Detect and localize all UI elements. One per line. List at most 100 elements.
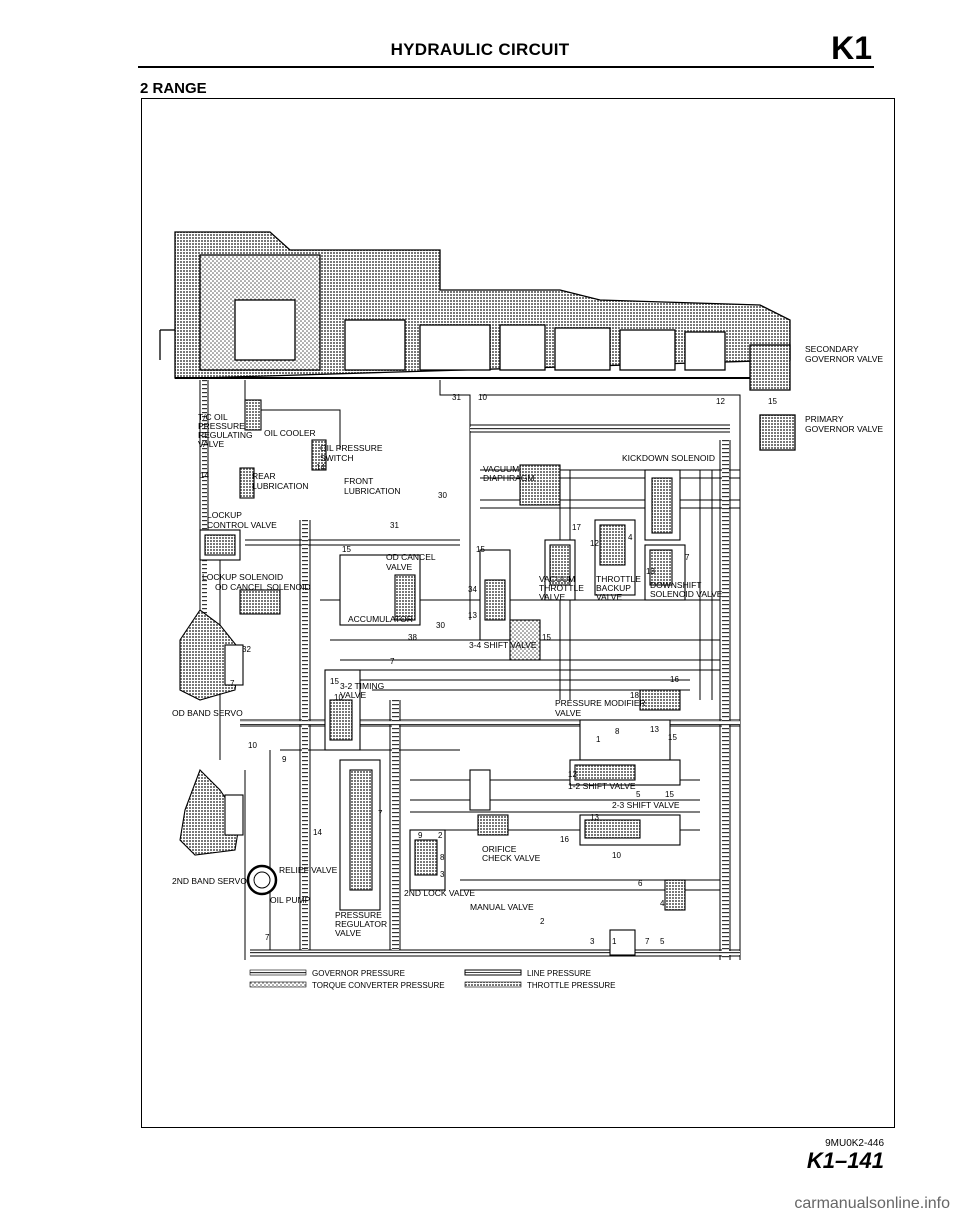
num-33: 32 — [242, 645, 251, 654]
label-oil-pressure-switch-2: SWITCH — [320, 453, 354, 463]
legend-line: LINE PRESSURE — [527, 969, 591, 978]
legend-swatch-torque — [249, 981, 307, 988]
num-53: 7 — [230, 679, 235, 688]
num-19: 15 — [665, 790, 674, 799]
label-od-cancel-2: VALVE — [386, 562, 412, 572]
num-46: 12 — [590, 539, 599, 548]
label-pressure-modifier-2: VALVE — [555, 708, 581, 718]
num-1: 31 — [452, 393, 461, 402]
label-oil-pump: OIL PUMP — [270, 895, 311, 905]
shift-34-valve — [509, 619, 541, 661]
num-8: 15 — [342, 545, 351, 554]
legend-swatch-throttle — [464, 981, 522, 988]
num-13: 8 — [615, 727, 620, 736]
label-tc-oil-4: VALVE — [198, 439, 224, 449]
num-4: 15 — [768, 397, 777, 406]
label-vacuum-throttle-2: THROTTLE — [539, 583, 584, 593]
num-17: 12 — [568, 770, 577, 779]
oil-pump — [246, 864, 278, 896]
num-39: 14 — [313, 828, 322, 837]
label-front-lube: FRONT — [344, 476, 373, 486]
legend-swatch-governor — [249, 969, 307, 976]
label-second-lock: 2ND LOCK VALVE — [404, 888, 475, 898]
num-40: 7 — [378, 809, 383, 818]
num-14: 13 — [650, 725, 659, 734]
document-id: 9MU0K2-446 — [825, 1138, 884, 1149]
num-36: 30 — [436, 621, 445, 630]
label-od-band-servo: OD BAND SERVO — [172, 708, 243, 718]
label-orifice-check: ORIFICE — [482, 844, 517, 854]
label-manual-valve: MANUAL VALVE — [470, 902, 534, 912]
diagram-frame — [141, 98, 895, 1128]
num-3: 12 — [716, 397, 725, 406]
label-oil-cooler: OIL COOLER — [264, 428, 316, 438]
label-accumulator: ACCUMULATOR — [348, 614, 413, 624]
orifice-check — [477, 814, 509, 836]
label-shift-12: 1-2 SHIFT VALVE — [568, 781, 636, 791]
label-kickdown-solenoid: KICKDOWN SOLENOID — [622, 453, 715, 463]
label-od-cancel-solenoid: OD CANCEL SOLENOID — [215, 582, 311, 592]
section-heading: 2 RANGE — [140, 80, 207, 97]
pressure-passages-hatched — [202, 380, 740, 960]
num-15: 1 — [596, 735, 601, 744]
num-6: 30 — [438, 491, 447, 500]
num-16: 15 — [668, 733, 677, 742]
page-number: K1–141 — [806, 1148, 884, 1173]
num-37: 9 — [282, 755, 287, 764]
num-31: 15 — [330, 677, 339, 686]
label-vacuum-diaphragm: VACUUM — [483, 464, 519, 474]
od-band-servo — [179, 609, 244, 701]
label-secondary-governor-2: GOVERNOR VALVE — [805, 354, 883, 364]
second-band-servo — [179, 769, 244, 856]
num-49: 7 — [685, 553, 690, 562]
num-52: 14 — [200, 471, 209, 480]
label-pressure-modifier: PRESSURE MODIFIER — [555, 698, 646, 708]
num-24: 4 — [660, 899, 665, 908]
label-timing-32-2: VALVE — [340, 690, 366, 700]
label-oil-pressure-switch: OIL PRESSURE — [320, 443, 383, 453]
pressure-modifier-valve — [579, 719, 671, 761]
num-50: 15 — [542, 633, 551, 642]
label-tc-oil-2: PRESSURE — [198, 421, 245, 431]
num-25: 3 — [590, 937, 595, 946]
num-45: 17 — [572, 523, 581, 532]
watermark-site: carmanualsonline.info — [794, 1195, 950, 1212]
legend-throttle: THROTTLE PRESSURE — [527, 981, 615, 990]
num-2: 10 — [478, 393, 487, 402]
label-od-cancel: OD CANCEL — [386, 552, 436, 562]
num-51: 15 — [476, 545, 485, 554]
label-orifice-check-2: CHECK VALVE — [482, 853, 541, 863]
label-primary-governor-2: GOVERNOR VALVE — [805, 424, 883, 434]
label-pressure-regulator-2: REGULATOR — [335, 919, 387, 929]
num-22: 10 — [612, 851, 621, 860]
page-title: HYDRAULIC CIRCUIT — [390, 40, 570, 59]
manual-aux — [469, 769, 491, 811]
oil-pressure-switch — [311, 439, 327, 471]
label-throttle-backup-2: BACKUP — [596, 583, 631, 593]
num-41: 9 — [418, 831, 423, 840]
label-second-band-servo: 2ND BAND SERVO — [172, 876, 247, 886]
label-vacuum-throttle-3: VALVE — [539, 592, 565, 602]
label-tc-oil-3: REGULATING — [198, 430, 253, 440]
num-32: 10 — [334, 693, 343, 702]
od-cancel-solenoid-body — [239, 589, 281, 615]
num-43: 8 — [440, 853, 445, 862]
num-34: 7 — [390, 657, 395, 666]
label-tc-oil: T/C OIL — [198, 412, 228, 422]
vacuum-diaphragm-body — [519, 464, 561, 506]
label-lockup-solenoid: LOCKUP SOLENOID — [202, 572, 283, 582]
label-primary-governor: PRIMARY — [805, 414, 844, 424]
label-throttle-backup-3: VALVE — [596, 592, 622, 602]
label-vacuum-diaphragm-2: DIAPHRAGM — [483, 473, 534, 483]
num-23: 6 — [638, 879, 643, 888]
num-9: 34 — [468, 585, 477, 594]
label-front-lube-2: LUBRICATION — [344, 486, 401, 496]
label-lockup-control: LOCKUP — [207, 510, 242, 520]
num-26: 1 — [612, 937, 617, 946]
num-7: 31 — [390, 521, 399, 530]
label-downshift-solenoid: DOWNSHIFT — [650, 580, 701, 590]
tc-oil-valve — [244, 399, 262, 431]
label-shift-23: 2-3 SHIFT VALVE — [612, 800, 680, 810]
num-28: 5 — [660, 937, 665, 946]
